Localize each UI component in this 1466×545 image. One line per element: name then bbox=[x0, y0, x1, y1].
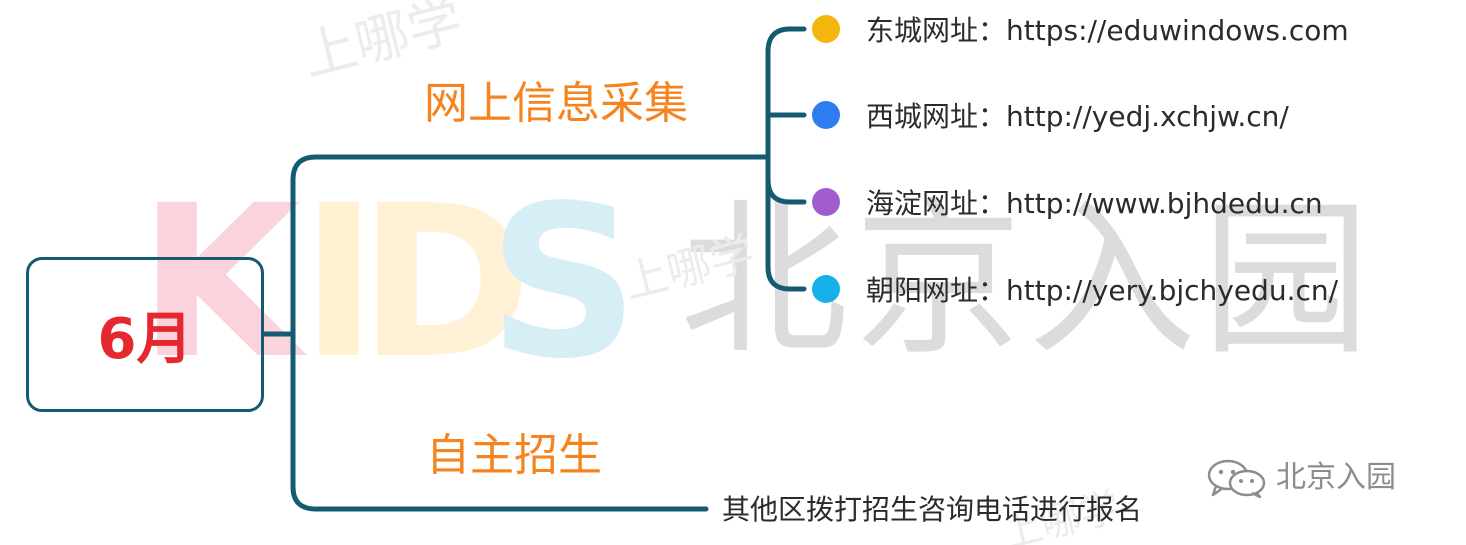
branch-self-enrollment-label: 自主招生 bbox=[426, 430, 602, 481]
root-label: 6月 bbox=[97, 307, 193, 372]
bullet-dot-icon bbox=[812, 15, 840, 43]
bullet-dot-icon bbox=[812, 188, 840, 216]
trunk-connector bbox=[290, 154, 381, 512]
brand-name: 北京入园 bbox=[1276, 460, 1396, 495]
bullet-dot-icon bbox=[812, 101, 840, 129]
leaf-xicheng: 西城网址：http://yedj.xchjw.cn/ bbox=[812, 95, 1289, 135]
branch-self-enrollment-note: 其他区拨打招生咨询电话进行报名 bbox=[722, 493, 1143, 526]
watermark-main: 北京入园 bbox=[680, 182, 1376, 378]
watermark-brand: 北京入园 bbox=[1206, 458, 1396, 498]
leaf-chaoyang: 朝阳网址：http://yery.bjchyedu.cn/ bbox=[812, 269, 1338, 309]
watermark-kids-d: D bbox=[358, 160, 533, 405]
branch-online-info-label: 网上信息采集 bbox=[424, 78, 688, 129]
wechat-icon bbox=[1207, 459, 1266, 498]
branch-1-fork bbox=[765, 26, 807, 292]
leaf-chaoyang-text: 朝阳网址：http://yery.bjchyedu.cn/ bbox=[866, 274, 1339, 307]
watermark-kids-s: S bbox=[488, 160, 640, 405]
watermark-kids-i: I bbox=[300, 160, 379, 405]
leaf-xicheng-text: 西城网址：http://yedj.xchjw.cn/ bbox=[866, 100, 1289, 133]
leaf-dongcheng: 东城网址：https://eduwindows.com bbox=[812, 9, 1349, 49]
leaf-haidian: 海淀网址：http://www.bjhdedu.cn bbox=[812, 182, 1323, 222]
watermark-kids-k: K bbox=[138, 160, 301, 405]
leaf-dongcheng-text: 东城网址：https://eduwindows.com bbox=[866, 14, 1349, 47]
root-node: 6月 bbox=[26, 257, 264, 412]
leaf-haidian-text: 海淀网址：http://www.bjhdedu.cn bbox=[866, 187, 1323, 220]
bullet-dot-icon bbox=[812, 275, 840, 303]
